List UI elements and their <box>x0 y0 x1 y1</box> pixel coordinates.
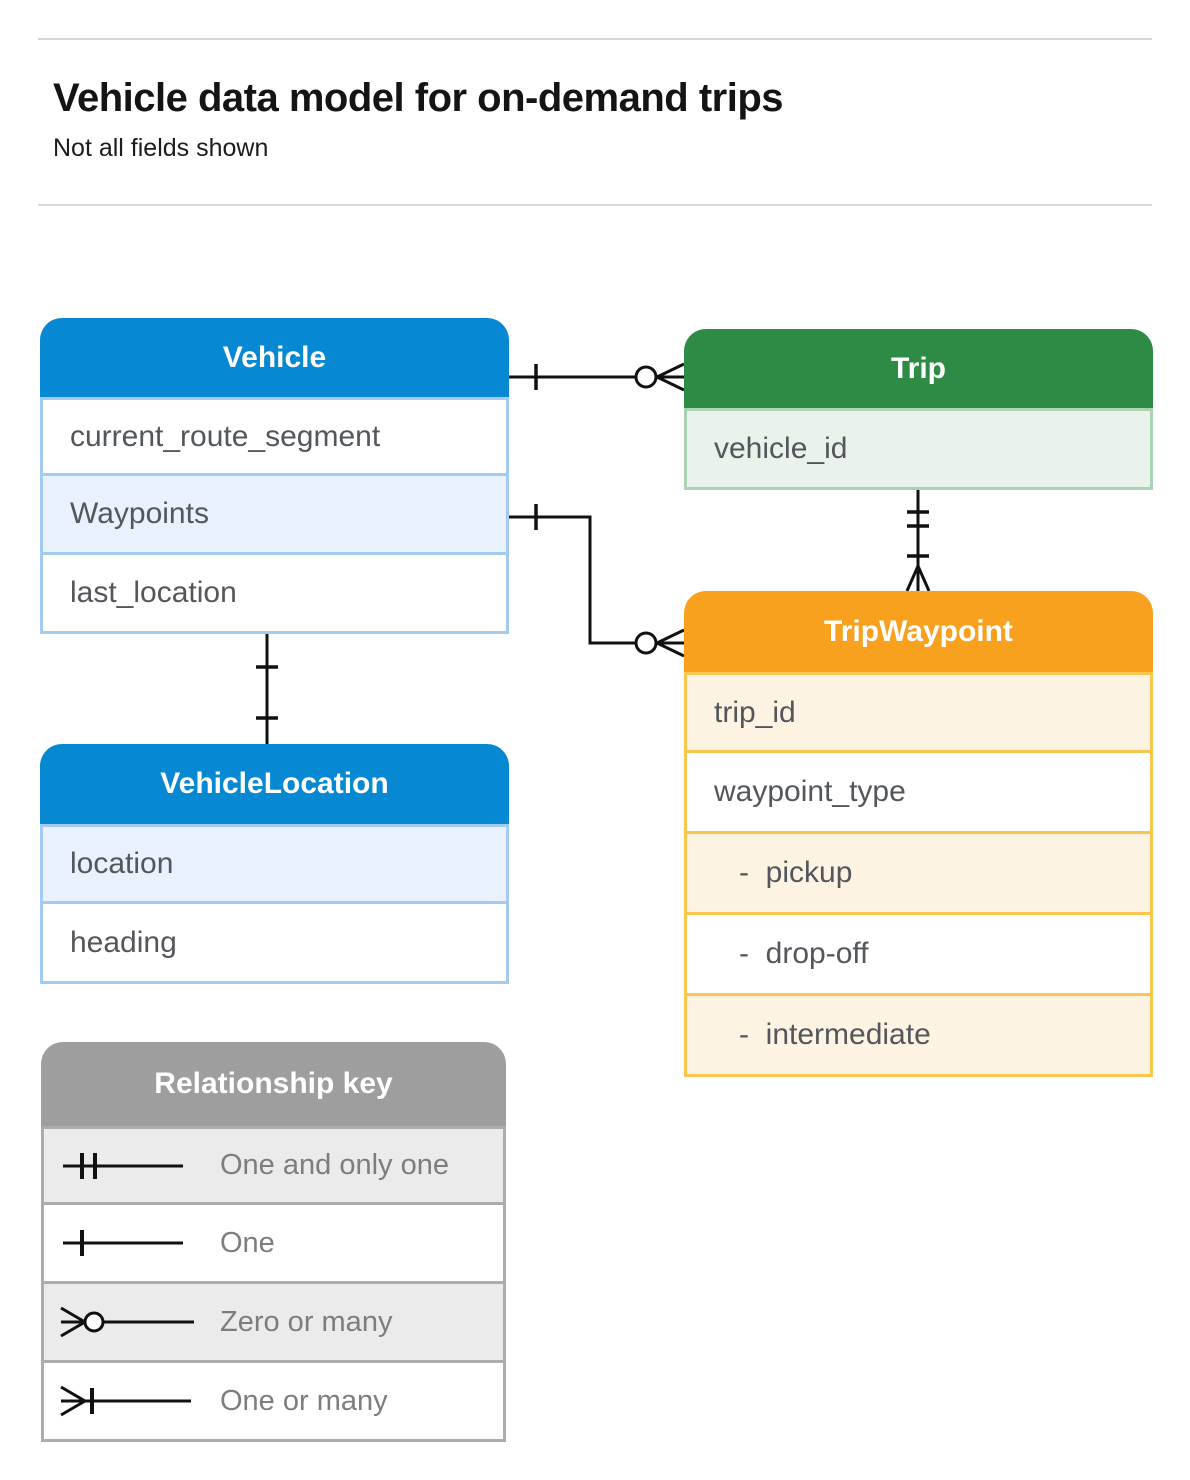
table-trip: Trip vehicle_id <box>684 329 1153 490</box>
table-row: Waypoints <box>40 476 509 555</box>
table-row: vehicle_id <box>684 408 1153 490</box>
table-vehicle-header: Vehicle <box>40 318 509 397</box>
connector-vehicle-vehiclelocation <box>256 634 278 744</box>
legend-row: One or many <box>41 1363 506 1442</box>
crow-foot-prong <box>656 628 685 645</box>
connector-trip-tripwaypoint <box>905 490 931 592</box>
table-vehiclelocation-title: VehicleLocation <box>160 767 389 800</box>
table-tripwaypoint-title: TripWaypoint <box>824 614 1013 648</box>
crow-foot-prong <box>656 362 685 379</box>
field-label: waypoint_type <box>714 775 906 808</box>
legend-label: Zero or many <box>220 1305 393 1338</box>
legend-label: One or many <box>220 1384 388 1417</box>
table-trip-title: Trip <box>890 351 946 385</box>
table-row: - drop-off <box>684 915 1153 996</box>
zero-circle <box>634 631 658 655</box>
field-label: - drop-off <box>739 937 869 970</box>
table-vehiclelocation: VehicleLocation location heading <box>40 744 509 984</box>
table-row: trip_id <box>684 672 1153 753</box>
legend-title: Relationship key <box>154 1067 393 1100</box>
zero-or-many-icon <box>60 1306 194 1338</box>
divider-top <box>38 38 1152 40</box>
table-tripwaypoint: TripWaypoint trip_id waypoint_type - pic… <box>684 591 1153 1077</box>
field-label: location <box>70 847 174 880</box>
field-label: - pickup <box>739 856 853 889</box>
table-row: - intermediate <box>684 996 1153 1077</box>
field-label: last_location <box>70 576 237 609</box>
zero-circle <box>634 365 658 389</box>
page-subtitle: Not all fields shown <box>53 134 269 162</box>
connector-waypoints-tripwaypoint <box>509 504 685 658</box>
crow-foot-prong <box>656 375 685 392</box>
field-label: heading <box>70 925 177 959</box>
table-row: heading <box>40 904 509 984</box>
table-vehicle: Vehicle current_route_segment Waypoints … <box>40 318 509 634</box>
table-trip-header: Trip <box>684 329 1153 408</box>
table-vehiclelocation-header: VehicleLocation <box>40 744 509 824</box>
field-label: current_route_segment <box>70 419 381 453</box>
field-label: - intermediate <box>739 1018 931 1051</box>
table-vehicle-title: Vehicle <box>222 340 327 374</box>
table-row: waypoint_type <box>684 753 1153 834</box>
field-label: trip_id <box>714 695 796 729</box>
divider-bottom <box>38 204 1152 206</box>
crow-foot-prong <box>905 565 920 592</box>
legend-label: One and only one <box>220 1149 449 1181</box>
table-row: current_route_segment <box>40 397 509 476</box>
field-label: vehicle_id <box>714 432 848 465</box>
table-tripwaypoint-header: TripWaypoint <box>684 591 1153 672</box>
legend-row: One <box>41 1205 506 1284</box>
legend-row: Zero or many <box>41 1284 506 1363</box>
crow-foot-prong <box>916 565 931 592</box>
connector-vehicle-trip <box>509 362 685 392</box>
crow-foot-prong <box>656 641 685 658</box>
legend-label: One <box>220 1226 275 1259</box>
table-row: location <box>40 824 509 904</box>
one-and-only-one-icon <box>63 1152 183 1179</box>
field-label: Waypoints <box>70 497 209 530</box>
legend-relationship-key: Relationship key One and only one One <box>41 1042 506 1442</box>
one-icon <box>63 1230 183 1256</box>
page-title: Vehicle data model for on-demand trips <box>53 76 784 120</box>
table-row: last_location <box>40 555 509 634</box>
legend-header: Relationship key <box>41 1042 506 1126</box>
legend-row: One and only one <box>41 1126 506 1205</box>
table-row: - pickup <box>684 834 1153 915</box>
one-or-many-icon <box>60 1385 191 1417</box>
